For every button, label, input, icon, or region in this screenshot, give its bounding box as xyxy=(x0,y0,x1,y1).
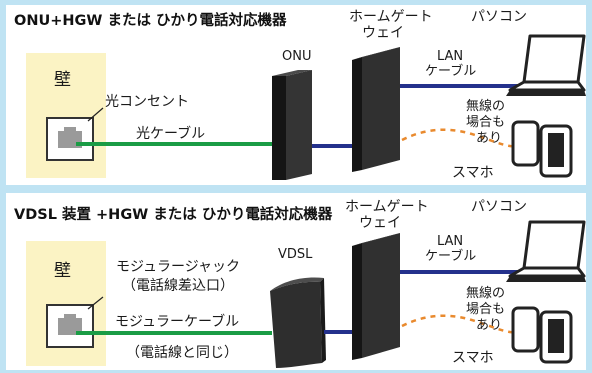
onu-label: ONU xyxy=(282,49,311,64)
jack-label-line2: （電話線差込口） xyxy=(122,277,234,294)
vdsl-device-icon xyxy=(270,277,326,368)
lan-label-line1: LAN xyxy=(437,234,463,249)
pc-label: パソコン xyxy=(471,199,527,215)
outlet-leader-line xyxy=(87,107,104,122)
onu-device-icon xyxy=(272,70,312,180)
fiber-cable-label: 光ケーブル xyxy=(136,125,205,142)
phone-label: スマホ xyxy=(452,350,494,366)
hgw-label-line1: ホームゲート xyxy=(345,199,429,215)
panel-title: ONU+HGW または ひかり電話対応機器 xyxy=(14,11,287,29)
wireless-label-line1: 無線の xyxy=(466,285,505,301)
lan-label-line2: ケーブル xyxy=(425,63,476,79)
wireless-signal xyxy=(401,128,521,148)
modular-cable-note: （電話線と同じ） xyxy=(126,344,238,361)
hgw-label-line2: ウェイ xyxy=(359,215,401,231)
smartphone-icon xyxy=(511,120,573,178)
wall-label: 壁 xyxy=(54,70,71,90)
wireless-signal xyxy=(401,314,521,334)
fiber-outlet-icon xyxy=(46,117,94,161)
panel-onu: ONU+HGW または ひかり電話対応機器 壁 光コンセント 光ケーブル ONU xyxy=(6,5,586,185)
wireless-label-line1: 無線の xyxy=(466,98,505,114)
wall-label: 壁 xyxy=(54,261,71,281)
hgw-label-line2: ウェイ xyxy=(362,25,404,41)
wireless-label-line3: あり xyxy=(476,131,502,146)
hgw-device-icon xyxy=(352,47,400,172)
wireless-label-line2: 場合も xyxy=(466,115,505,130)
modular-jack-icon xyxy=(46,304,94,348)
phone-label: スマホ xyxy=(452,165,494,181)
vdsl-label: VDSL xyxy=(278,247,313,262)
smartphone-icon xyxy=(511,306,573,364)
jack-leader-line xyxy=(87,296,104,310)
outlet-label: 光コンセント xyxy=(105,94,189,110)
panel-title: VDSL 装置 +HGW または ひかり電話対応機器 xyxy=(14,205,333,223)
laptop-icon xyxy=(506,34,586,96)
hgw-device-icon xyxy=(352,233,400,360)
lan-label-line2: ケーブル xyxy=(425,248,476,264)
wireless-label-line2: 場合も xyxy=(466,302,505,317)
panel-vdsl: VDSL 装置 +HGW または ひかり電話対応機器 壁 モジュラージャック （… xyxy=(6,193,586,370)
wireless-label-line3: あり xyxy=(476,318,502,333)
laptop-icon xyxy=(506,220,586,282)
hgw-label-line1: ホームゲート xyxy=(349,9,433,25)
jack-label-line1: モジュラージャック xyxy=(116,259,240,275)
lan-label-line1: LAN xyxy=(437,49,463,64)
pc-label: パソコン xyxy=(471,9,527,25)
modular-cable-label: モジュラーケーブル xyxy=(115,313,239,330)
